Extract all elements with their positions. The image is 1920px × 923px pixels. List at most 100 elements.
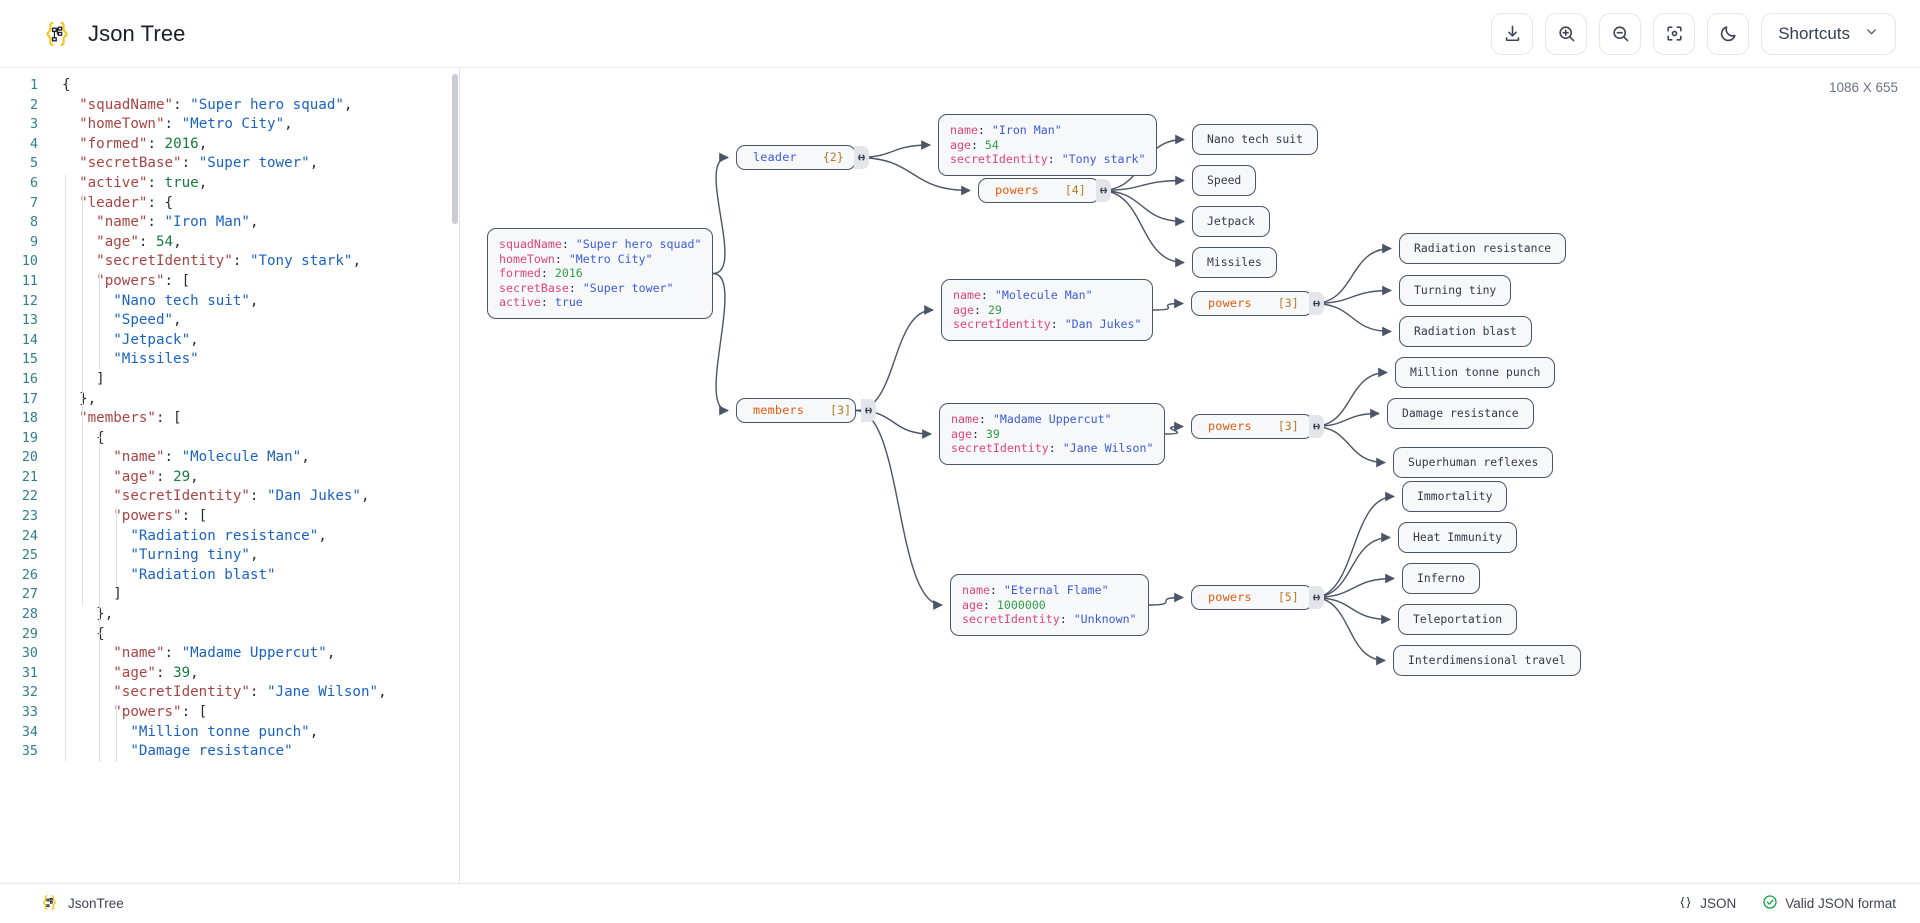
app-brand: Json Tree [40,17,186,51]
node-property-value: "Madame Uppercut" [992,412,1112,426]
graph-parent-node[interactable]: members[3] [736,398,877,423]
graph-edge [712,152,729,275]
node-property-separator: : [568,280,583,295]
graph-leaf-node[interactable]: Turning tiny [1399,275,1512,306]
graph-leaf-node[interactable]: Missiles [1192,247,1277,278]
code-token: }, [79,390,97,407]
code-token: : [249,488,268,505]
indent-guide [99,272,101,370]
line-number: 34 [21,724,38,740]
graph-object-node[interactable]: squadName: "Super hero squad"homeTown: "… [487,228,714,319]
indent-guide [82,193,84,606]
graph-leaf-node[interactable]: Speed [1192,165,1257,196]
code-token: : [ [164,272,191,289]
collapse-link-icon[interactable] [861,399,877,422]
line-number: 2 [29,97,38,113]
graph-leaf-node[interactable]: Radiation resistance [1399,233,1567,264]
format-indicator[interactable]: JSON [1678,895,1736,913]
node-value-label: Inferno [1417,571,1466,585]
node-property-key: name [950,123,978,137]
line-number: 26 [21,567,38,583]
graph-leaf-node[interactable]: Teleportation [1398,604,1518,635]
code-token: "Super hero squad" [190,96,344,113]
code-line: "secretIdentity": "Tony stark", [62,252,459,272]
zoom-out-icon [1611,24,1630,43]
line-number: 4 [29,136,38,152]
center-view-button[interactable] [1653,12,1696,55]
code-line: "Nano tech suit", [62,292,459,312]
graph-leaf-node[interactable]: Immortality [1402,481,1508,512]
graph-edge [1152,298,1184,311]
node-property-key: secretIdentity [951,441,1049,456]
graph-parent-node[interactable]: powers[4] [978,178,1111,203]
code-token: 29 [173,468,191,485]
graph-leaf-node[interactable]: Inferno [1402,563,1481,594]
graph-leaf-node[interactable]: Jetpack [1192,206,1271,237]
graph-leaf-node[interactable]: Heat Immunity [1398,522,1518,553]
node-property-row: age: 1000000 [962,598,1137,613]
graph-leaf-node[interactable]: Million tonne punch [1395,357,1556,388]
graph-leaf-node[interactable]: Superhuman reflexes [1393,447,1554,478]
graph-leaf-node[interactable]: Damage resistance [1387,398,1534,429]
collapse-link-icon[interactable] [1308,586,1324,609]
line-number: 20 [21,450,38,466]
status-app-name: JsonTree [68,896,124,911]
download-button[interactable] [1491,12,1534,55]
code-token: , [198,174,208,191]
code-token: , [301,449,310,466]
code-line: "age": 29, [62,468,459,488]
node-property-separator: : [970,137,985,152]
json-tree-brace-icon [40,17,74,51]
graph-edge [712,272,729,416]
shortcuts-dropdown[interactable]: Shortcuts [1761,12,1896,55]
line-number: 6 [29,175,38,191]
graph-parent-node[interactable]: powers[3] [1191,414,1324,439]
zoom-out-button[interactable] [1599,12,1642,55]
code-line: ] [62,585,459,605]
node-property-row: age: 29 [953,303,1141,318]
code-token: "members" [79,410,156,427]
zoom-in-button[interactable] [1545,12,1588,55]
graph-edge [1312,243,1392,305]
graph-parent-node[interactable]: powers[3] [1191,291,1324,316]
graph-leaf-node[interactable]: Nano tech suit [1192,124,1319,155]
line-number: 35 [21,744,38,760]
graph-edge [1164,421,1184,435]
braces-icon [1678,895,1693,913]
graph-parent-node[interactable]: leader{2} [736,145,869,170]
collapse-link-icon[interactable] [1308,292,1324,315]
collapse-link-icon[interactable] [1095,179,1111,202]
graph-parent-node[interactable]: powers[5] [1191,585,1324,610]
editor-code[interactable]: { "squadName": "Super hero squad", "home… [48,76,459,762]
collapse-link-icon[interactable] [853,146,869,169]
editor-scrollbar[interactable] [452,74,458,224]
node-property-separator: : [1050,317,1065,332]
node-property-row: name: "Iron Man" [950,123,1145,138]
toolbar-actions: Shortcuts [1491,12,1896,55]
code-line: }, [62,605,459,625]
code-token: "Super tower" [198,155,310,172]
graph-leaf-node[interactable]: Interdimensional travel [1393,645,1581,676]
code-token: "powers" [96,272,165,289]
line-number: 28 [21,607,38,623]
collapse-link-icon[interactable] [1308,415,1324,438]
dark-mode-button[interactable] [1707,12,1750,55]
node-property-row: name: "Eternal Flame" [962,583,1137,598]
node-property-separator: : [1059,612,1074,627]
code-token: : [147,214,165,231]
code-token: ] [96,370,105,387]
graph-pane[interactable]: 1086 X 655 squadName: "Super hero squad"… [460,68,1920,883]
code-token: , [284,116,293,133]
line-number: 1 [29,78,38,93]
code-token: "name" [96,214,148,231]
line-number: 12 [21,293,38,309]
graph-leaf-node[interactable]: Radiation blast [1399,316,1532,347]
node-value-label: Teleportation [1413,612,1503,626]
node-property-row: age: 54 [950,138,1145,153]
